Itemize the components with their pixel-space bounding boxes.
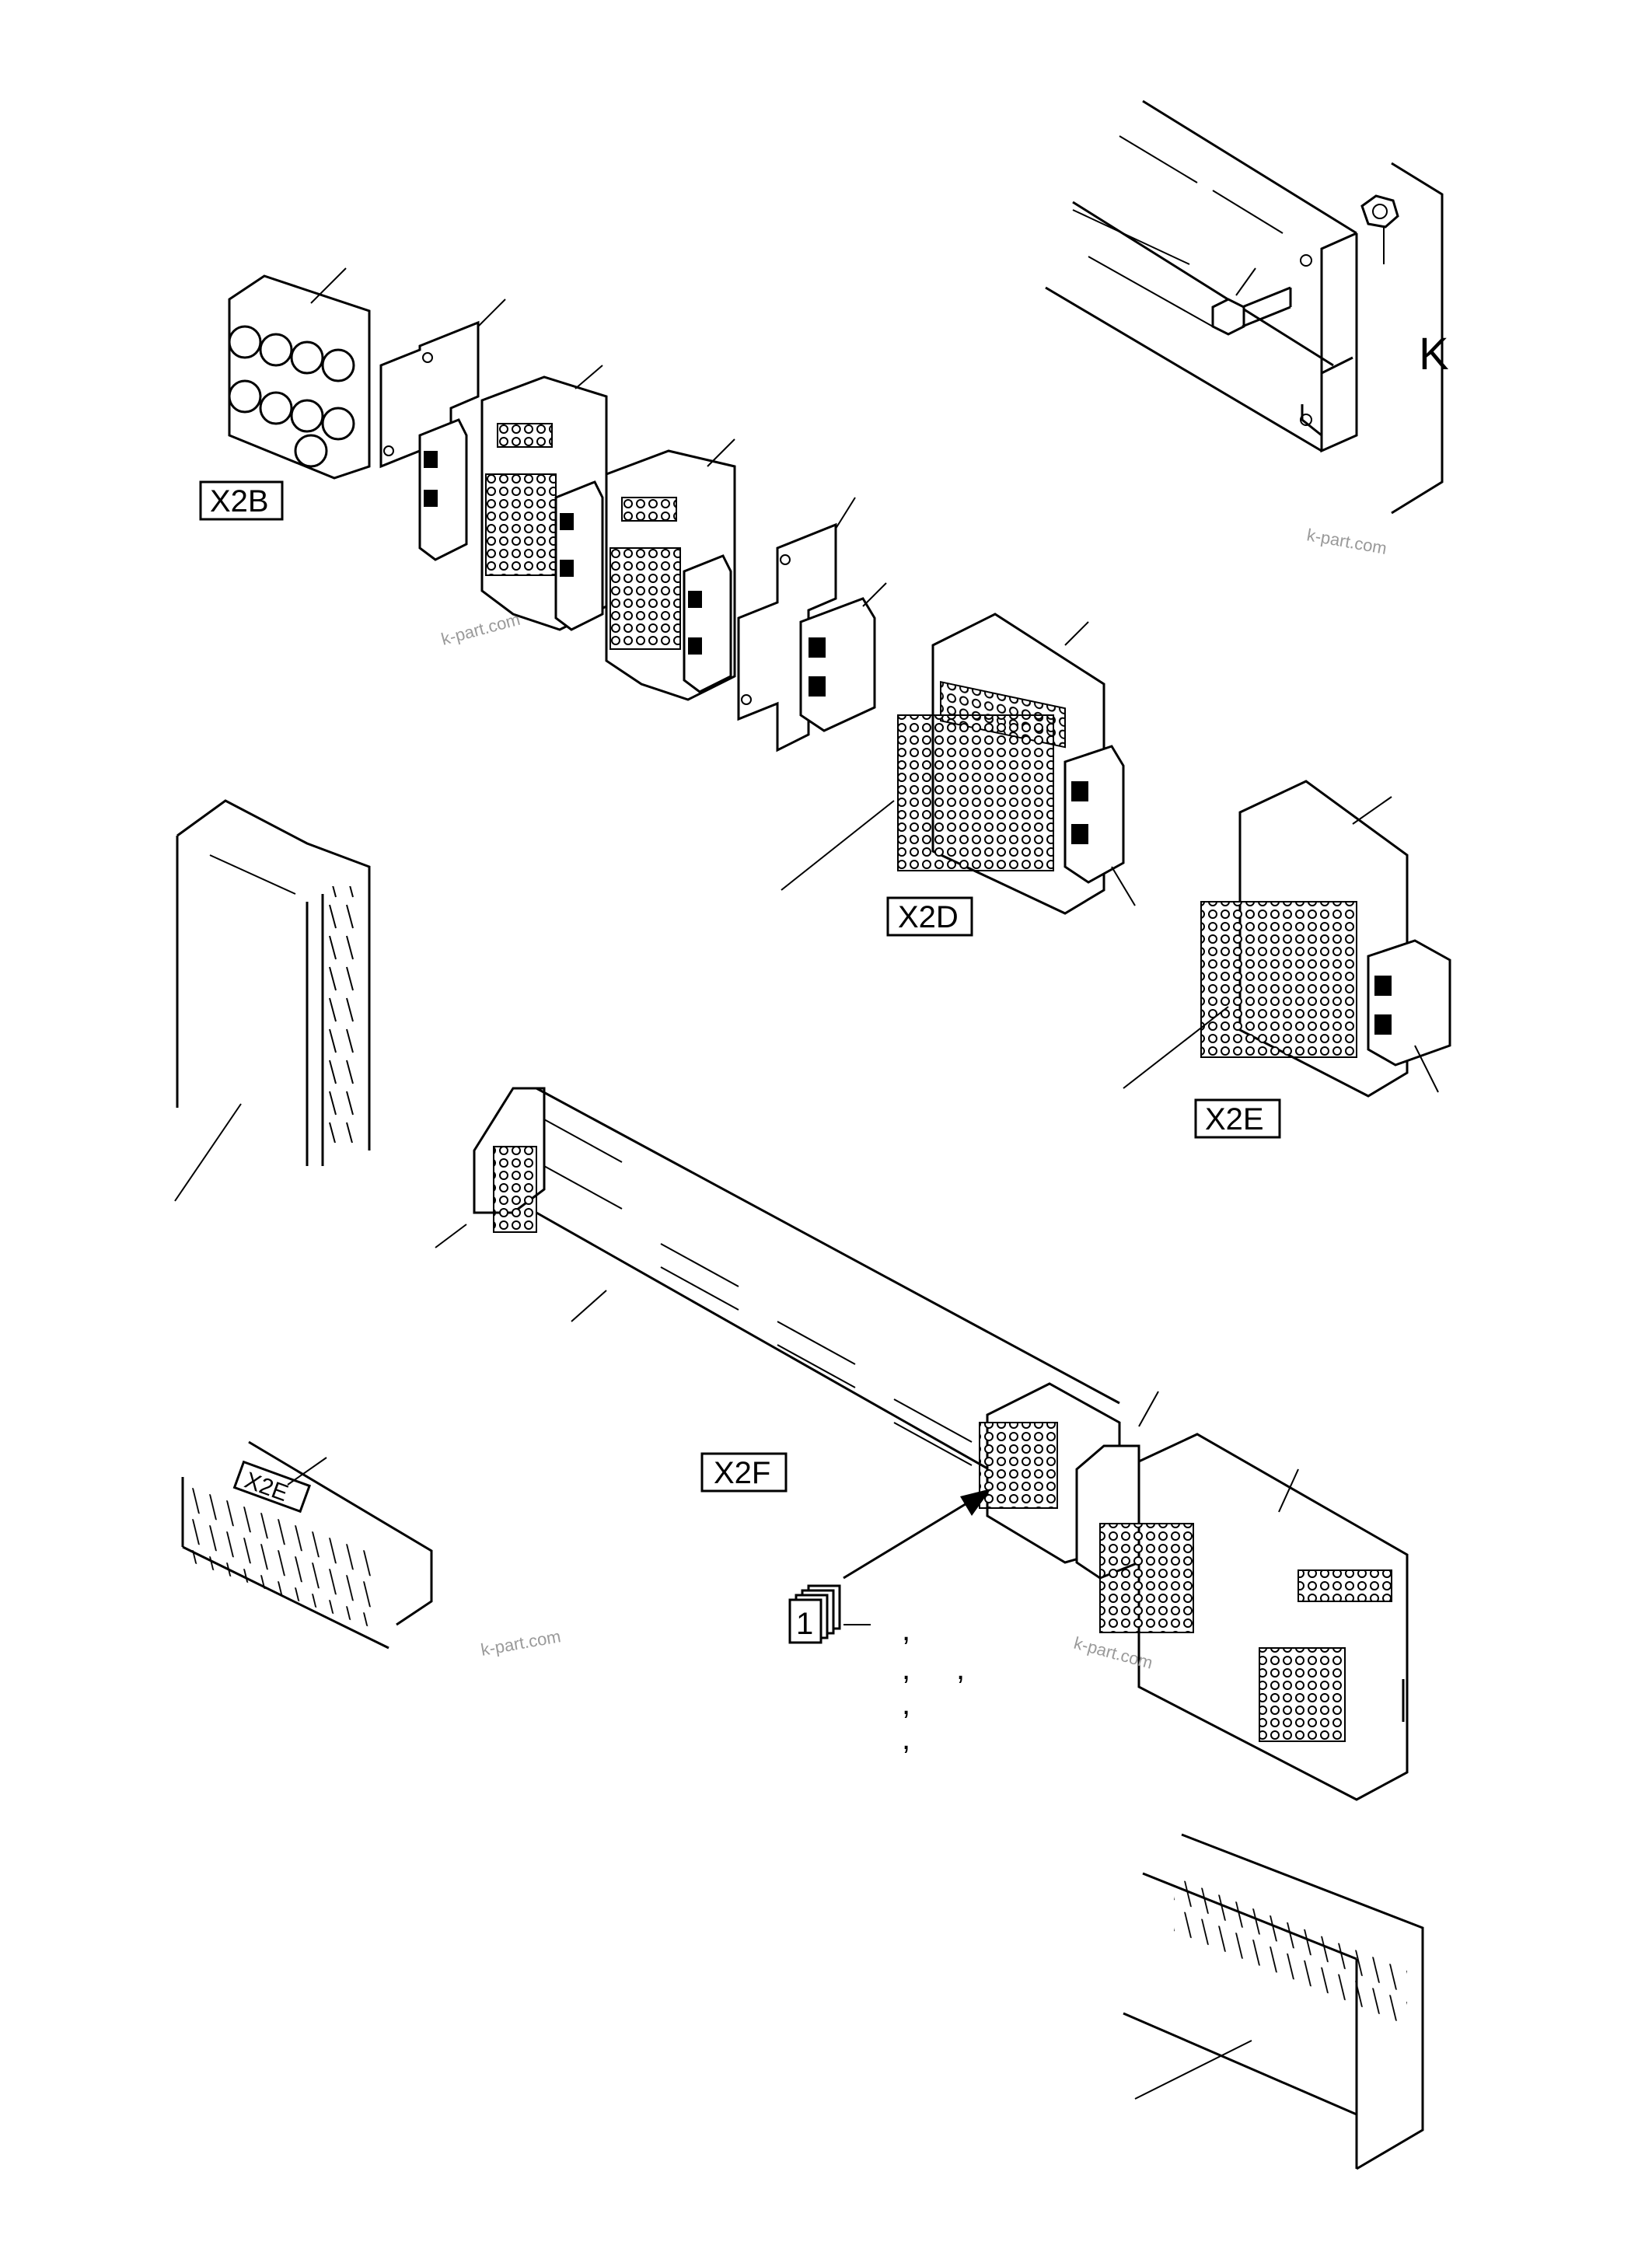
comma: , <box>902 1722 910 1756</box>
marker-number: 1 <box>796 1607 813 1641</box>
label-x2f: X2F <box>714 1456 770 1490</box>
label-x2d: X2D <box>898 900 959 934</box>
watermark: k-part.com <box>439 609 522 649</box>
duct-marking: X2E <box>241 1468 292 1507</box>
end-clamp <box>1367 939 1451 1093</box>
nut <box>1360 194 1399 264</box>
label-box-x2f: X2F <box>700 1452 788 1493</box>
end-clamp <box>683 554 732 693</box>
bracket-k <box>1391 162 1444 515</box>
end-clamp <box>799 582 887 732</box>
cable-duct-x2e: X2E <box>181 1440 433 1650</box>
watermark: k-part.com <box>480 1626 563 1660</box>
label-box-x2e: X2E <box>1194 1098 1281 1139</box>
label-x2e: X2E <box>1205 1102 1264 1136</box>
vertical-cable-duct <box>174 799 371 1202</box>
end-clamp <box>418 418 468 561</box>
end-plate <box>737 497 856 752</box>
terminal-strip-x2f <box>435 1087 1159 1580</box>
label-x2b: X2B <box>210 484 269 518</box>
comma: , <box>902 1652 910 1686</box>
label-box-x2b: X2B <box>199 480 284 521</box>
terminal-marker-cards: 1 <box>788 1584 871 1644</box>
pointer-arrow <box>843 1489 991 1580</box>
comma: , <box>956 1652 965 1686</box>
bolt <box>1211 267 1292 336</box>
label-k: K <box>1419 329 1449 379</box>
horizontal-cable-duct <box>1123 1833 1424 2170</box>
comma-list: , , , , , <box>902 1613 965 1756</box>
terminal-block-x2b <box>228 267 371 480</box>
terminal-assembly-large <box>1099 1433 1409 1801</box>
end-clamp <box>554 480 604 631</box>
watermark: k-part.com <box>1305 525 1388 558</box>
mounting-rail-k <box>1045 100 1358 453</box>
comma: , <box>902 1687 910 1721</box>
end-clamp <box>1063 745 1136 906</box>
label-box-x2d: X2D <box>886 896 973 937</box>
comma: , <box>902 1613 910 1647</box>
terminal-assembly-x2e <box>1123 780 1409 1098</box>
terminal-assembly-x2d <box>781 613 1105 915</box>
